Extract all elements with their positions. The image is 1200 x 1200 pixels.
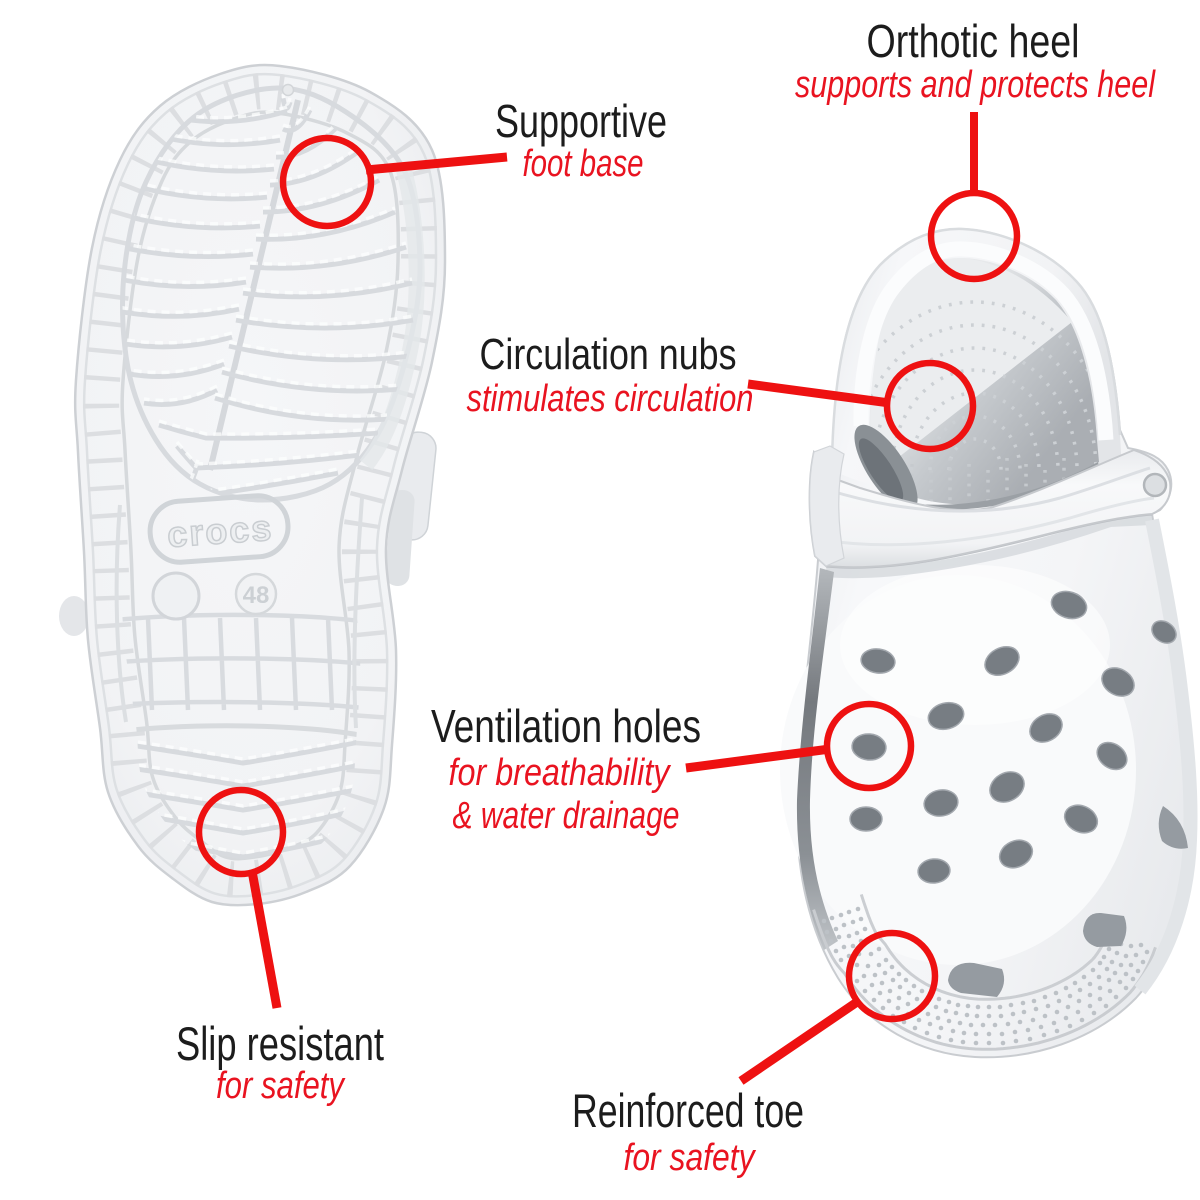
svg-text:Slip resistant: Slip resistant: [176, 1017, 384, 1070]
svg-text:stimulates circulation: stimulates circulation: [467, 378, 754, 420]
svg-text:& water drainage: & water drainage: [453, 795, 680, 837]
svg-text:for safety: for safety: [216, 1065, 346, 1107]
svg-text:for safety: for safety: [624, 1137, 757, 1179]
svg-text:Supportive: Supportive: [495, 95, 667, 147]
svg-text:48: 48: [243, 582, 270, 609]
svg-text:crocs: crocs: [166, 507, 275, 555]
svg-text:for breathability: for breathability: [449, 752, 672, 794]
svg-text:Orthotic heel: Orthotic heel: [867, 15, 1080, 67]
svg-text:Circulation nubs: Circulation nubs: [480, 330, 737, 379]
svg-text:supports and protects heel: supports and protects heel: [795, 64, 1156, 106]
svg-text:Reinforced toe: Reinforced toe: [572, 1084, 804, 1137]
svg-text:Ventilation holes: Ventilation holes: [431, 700, 701, 752]
svg-text:foot base: foot base: [523, 143, 644, 185]
